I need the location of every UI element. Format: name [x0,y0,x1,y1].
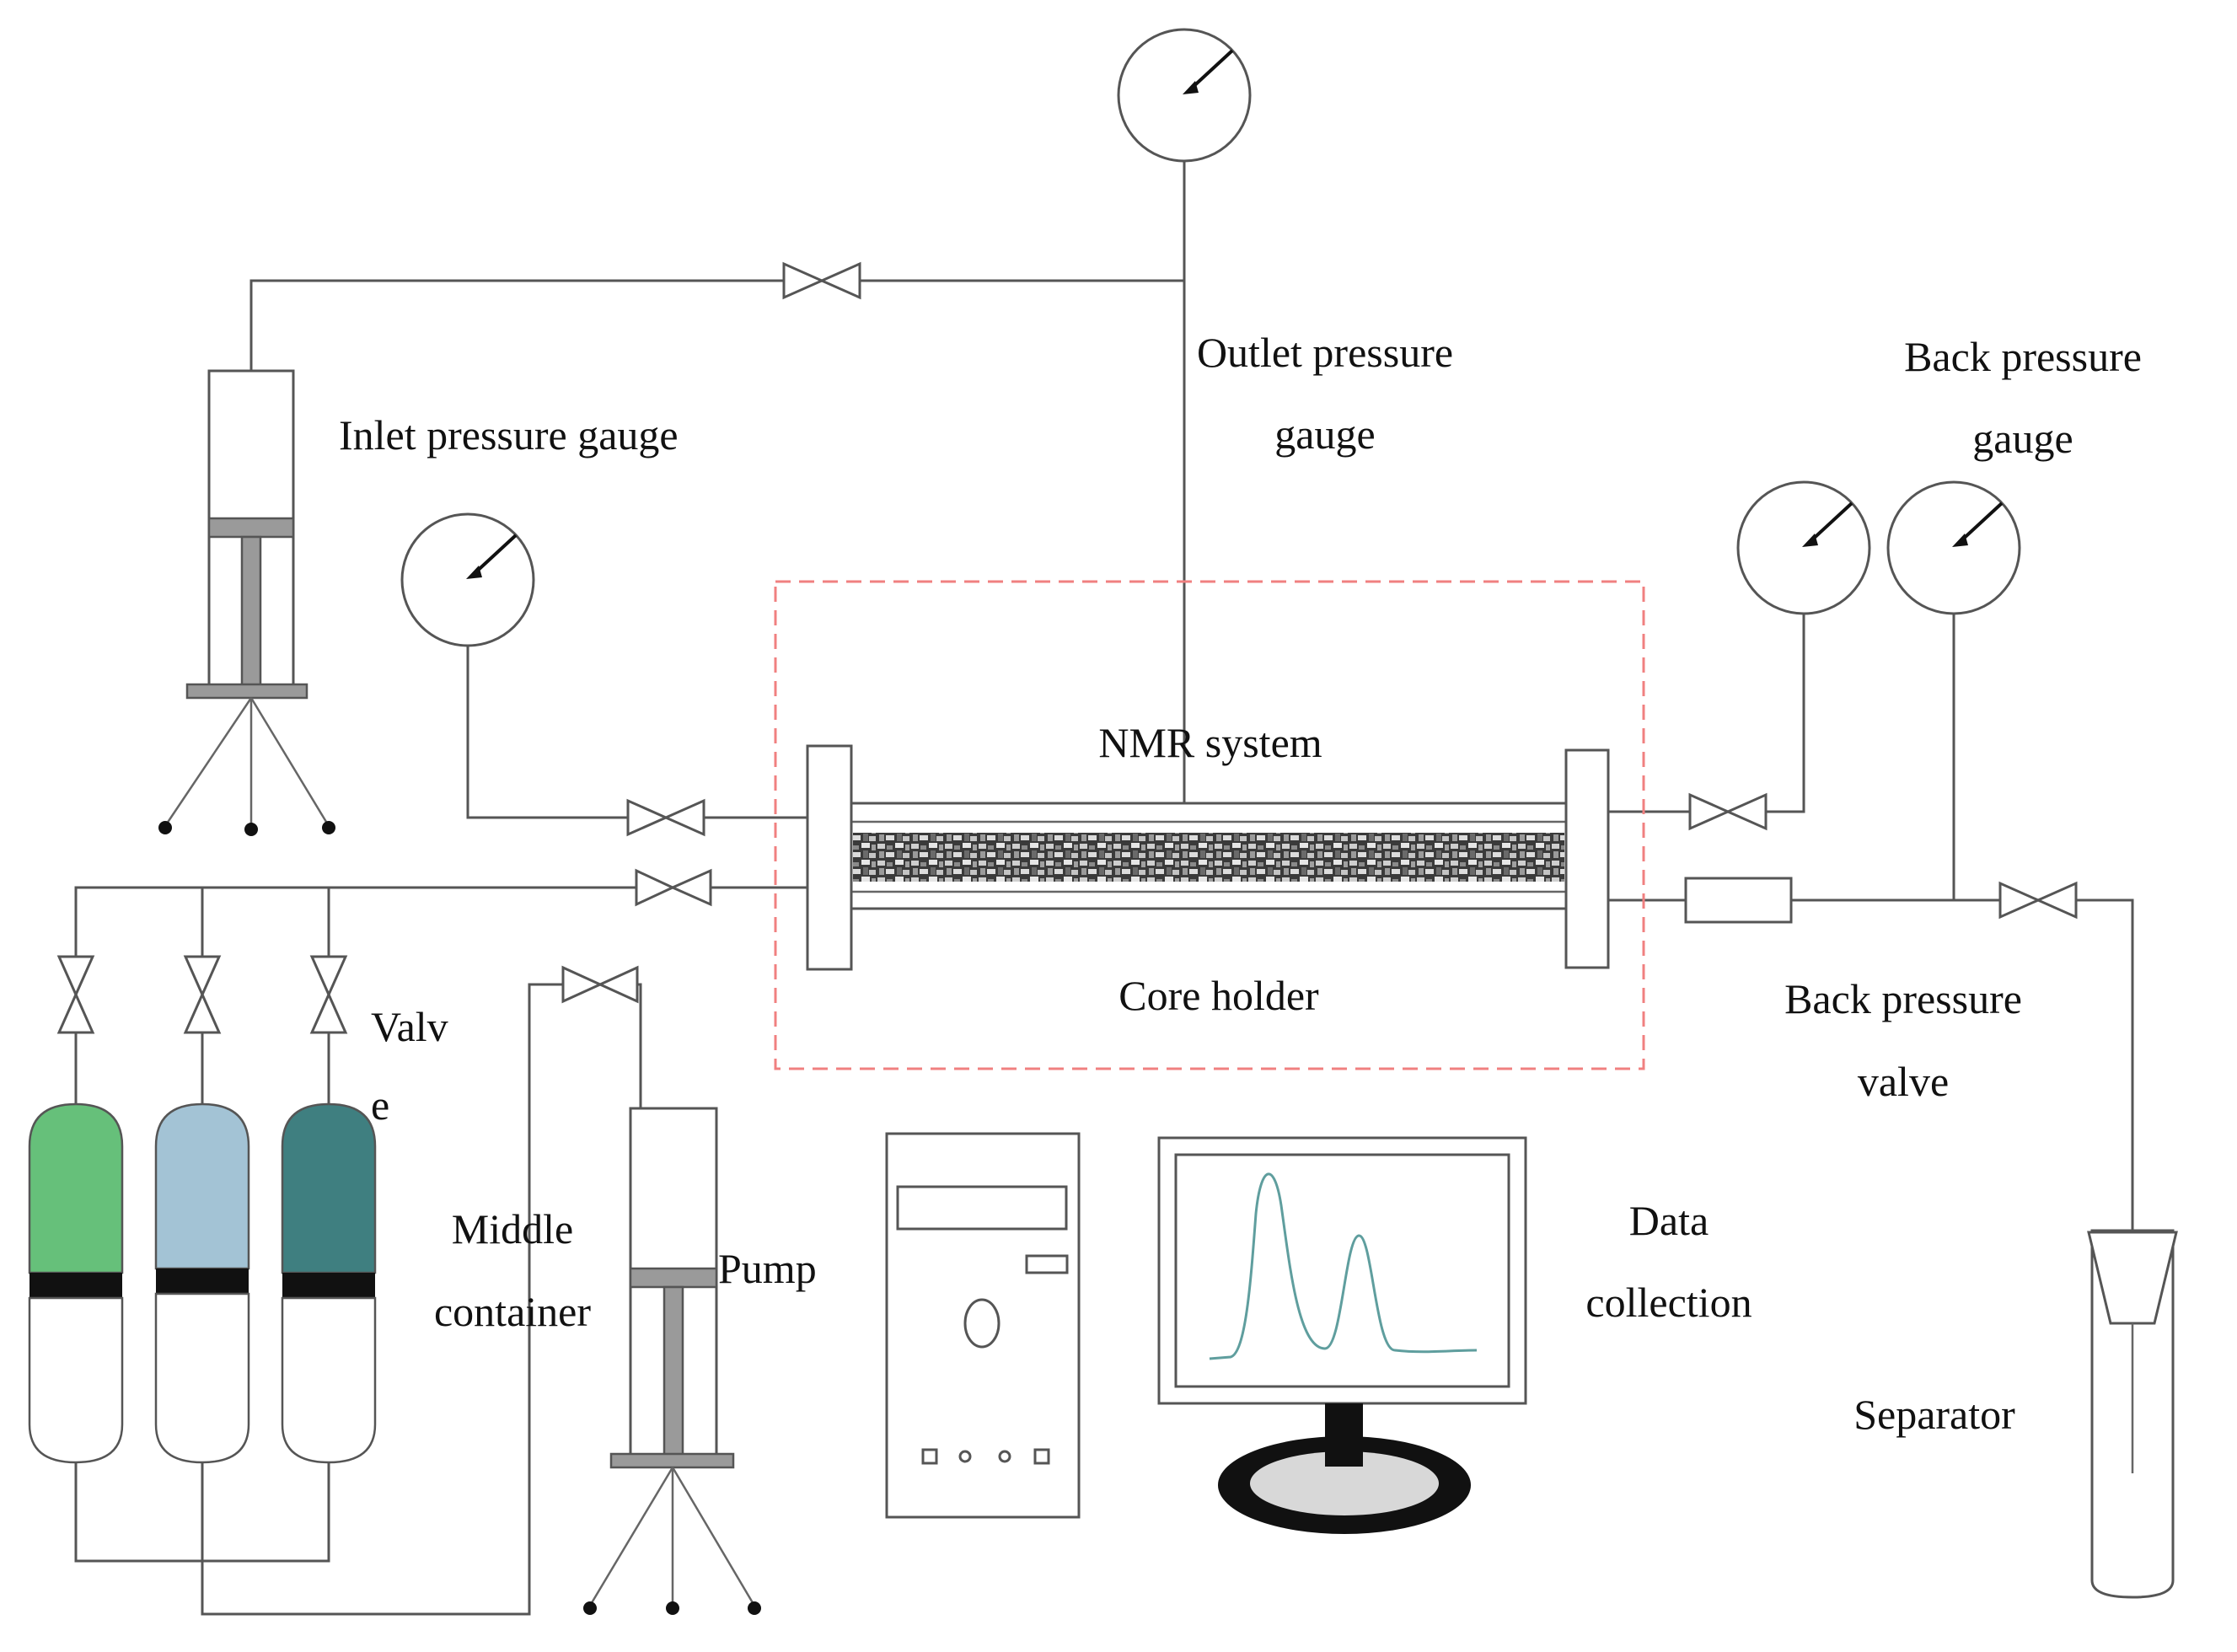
middle-containers [28,1102,377,1464]
label-core-holder: Core holder [1118,972,1319,1019]
container-2 [154,1102,250,1464]
rock-core [853,833,1564,882]
valve-manifold[interactable] [635,868,712,907]
label-separator: Separator [1853,1391,2015,1438]
valve-outlet[interactable] [1688,792,1768,831]
valve-cylinder-1[interactable] [56,955,95,1034]
label-back-pressure-valve-2: valve [1858,1058,1949,1105]
outlet-pressure-gauge [1117,28,1252,163]
nmr-system-box [774,580,1645,1070]
label-back-pressure-gauge-1: Back pressure [1904,333,2142,380]
label-outlet-pressure-gauge-2: gauge [1274,410,1375,458]
pump [583,1107,761,1615]
label-inlet-pressure-gauge: Inlet pressure gauge [339,411,679,459]
valve-top[interactable] [782,261,861,300]
signal-curve [1209,1172,1478,1360]
label-nmr-system: NMR system [1098,719,1322,766]
label-pump: Pump [718,1245,817,1292]
separator [2087,1229,2178,1599]
back-pressure-gauge-2 [1886,480,2021,615]
container-3 [281,1102,377,1464]
inlet-pump [158,369,335,836]
valves [56,261,2078,1034]
label-middle-container-2: container [434,1288,591,1335]
container-1 [28,1102,124,1464]
label-valve-1: Valv [371,1003,448,1050]
label-back-pressure-valve-1: Back pressure [1784,975,2022,1022]
label-back-pressure-gauge-2: gauge [1972,415,2073,462]
labels: Inlet pressure gauge Outlet pressure gau… [339,329,2142,1438]
valve-cylinder-3[interactable] [309,955,348,1034]
label-data-collection-1: Data [1629,1197,1709,1244]
valve-pump[interactable] [561,965,639,1004]
back-pressure-gauge-1 [1736,480,1871,615]
valve-separator[interactable] [1998,881,2078,920]
valve-cylinder-2[interactable] [183,955,222,1034]
label-valve-2: e [371,1081,389,1129]
valve-inlet[interactable] [626,798,705,837]
back-pressure-valve[interactable] [1684,877,1793,924]
label-outlet-pressure-gauge-1: Outlet pressure [1197,329,1453,376]
label-data-collection-2: collection [1585,1279,1752,1326]
inlet-pressure-gauge [400,512,535,647]
monitor [1157,1136,1527,1534]
core-holder [806,744,1610,971]
label-middle-container-1: Middle [452,1205,573,1252]
computer-tower [885,1132,1081,1519]
